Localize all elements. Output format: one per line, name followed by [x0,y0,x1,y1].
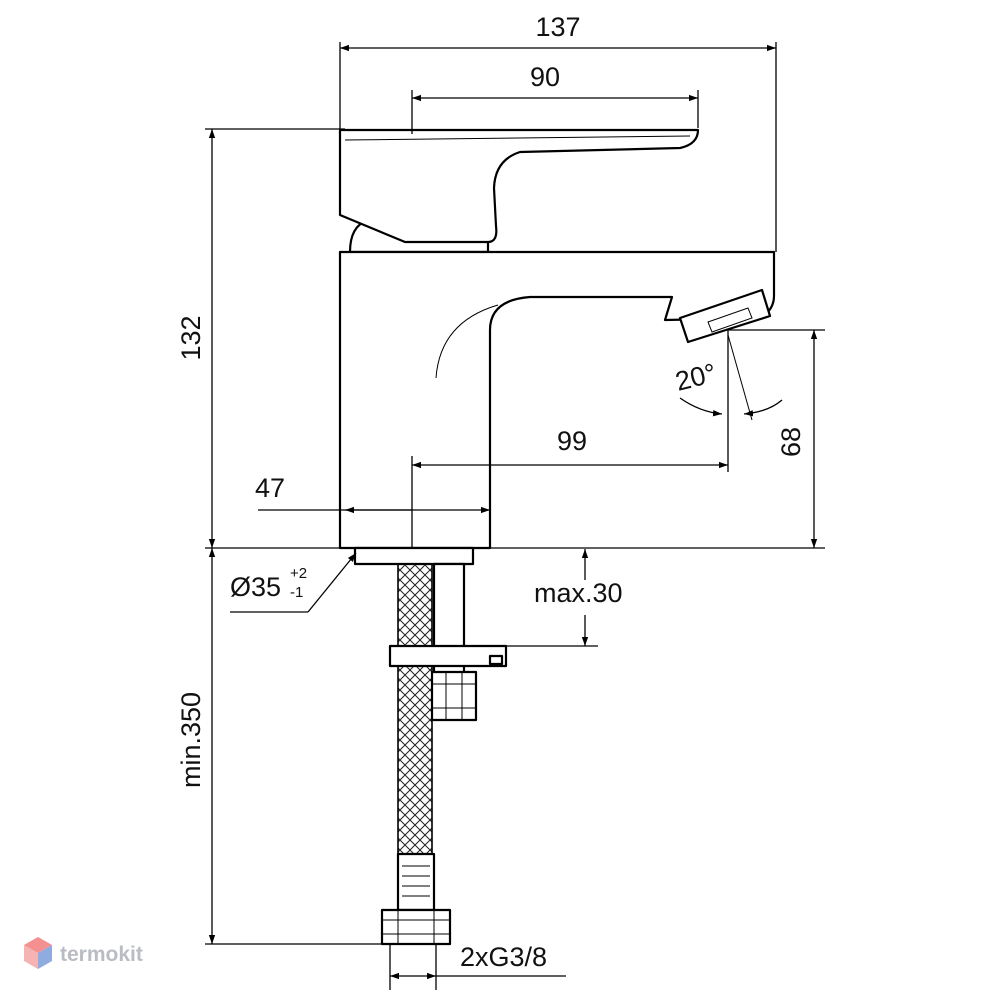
dim-base-offset: 47 [255,473,285,503]
dim-max-thickness: max.30 [534,578,623,608]
dim-hose-length: min.350 [176,692,206,788]
termokit-logo-icon [24,937,52,969]
dim-aerator-height: 68 [776,427,806,457]
dim-hole-tol-minus: -1 [290,584,303,601]
dimension-lines [205,42,825,990]
faucet-body [338,128,776,566]
dim-hole-tol-plus: +2 [290,565,307,582]
dim-spout-reach: 99 [557,426,587,456]
supply-hoses [380,562,508,946]
dim-lever-length: 90 [530,62,560,92]
dim-connection: 2xG3/8 [460,942,547,972]
watermark: termokit [24,937,143,969]
dim-hole-diameter: Ø35 [230,572,281,602]
dim-total-width: 137 [535,12,580,42]
watermark-text: termokit [60,943,143,966]
dim-aerator-angle: 20° [672,358,719,397]
dim-height: 132 [176,315,206,360]
